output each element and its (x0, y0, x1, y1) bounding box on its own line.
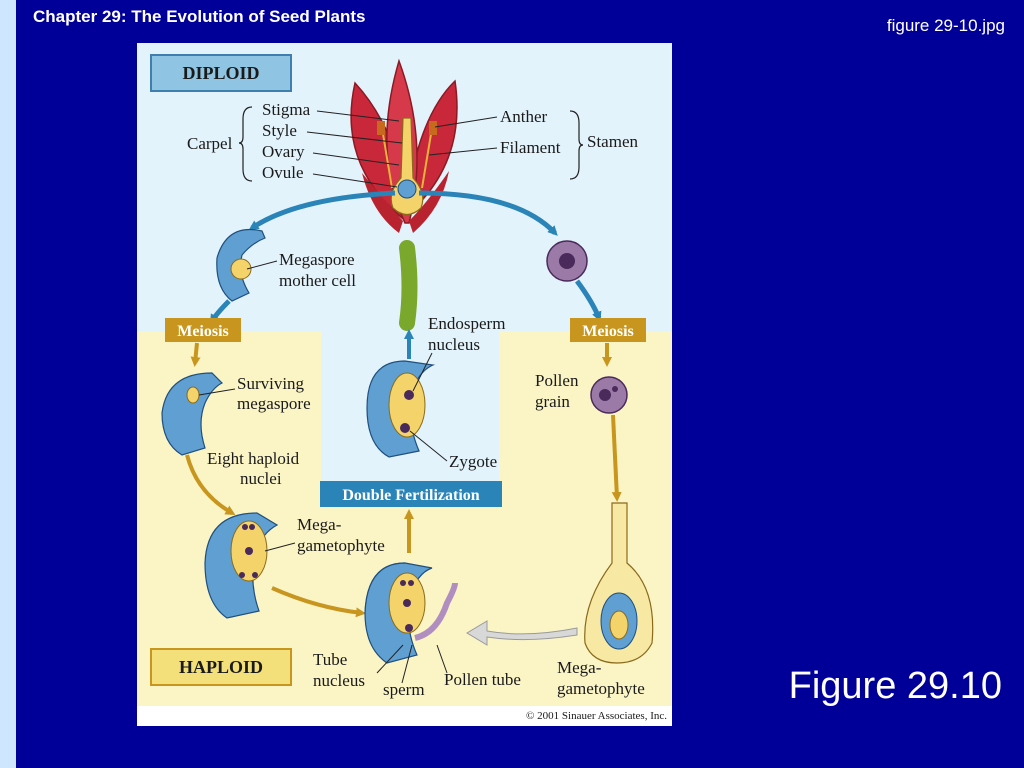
ovule-leader (312, 173, 398, 188)
eight-haploid-label-line1: Eight haploid (207, 449, 300, 468)
megagametophyte-right (609, 610, 629, 640)
surviving-megaspore (186, 386, 200, 404)
figure-image: DIPLOID HAPLOID Stigma Style Ovary Ovule… (137, 43, 672, 726)
filament-leader (428, 147, 498, 156)
style-label: Style (262, 121, 297, 140)
arrow-to-meiosis-right (574, 279, 602, 322)
carpel-brace (238, 106, 253, 182)
sperm-label: sperm (383, 680, 425, 699)
sepal-right (409, 171, 449, 233)
filament-right (421, 127, 433, 189)
ovary-label: Ovary (262, 142, 305, 161)
haploid-label-box: HAPLOID (150, 648, 292, 686)
anther-leader (434, 116, 498, 128)
anther-right (429, 121, 437, 135)
gray-arrow-pollination (466, 620, 578, 646)
meiosis-right-label: Meiosis (582, 323, 634, 340)
endosperm-nucleus (404, 390, 414, 400)
arrow-flower-to-microspore (418, 190, 558, 236)
filament-left (381, 127, 393, 189)
tube-nucleus-leader (376, 644, 404, 674)
stamen-brace (569, 110, 584, 180)
surviving-megaspore-label-line2: megaspore (237, 394, 311, 413)
surviving-megaspore-label-line1: Surviving (237, 374, 305, 393)
anther-label: Anther (500, 107, 548, 126)
endosperm-label-line2: nucleus (428, 335, 480, 354)
meiosis-right-box: Meiosis (570, 318, 646, 342)
sperm-leader (401, 644, 413, 684)
microspore-nucleus (559, 253, 575, 269)
figure-filename: figure 29-10.jpg (886, 16, 1005, 35)
diploid-label: DIPLOID (182, 63, 259, 83)
megaspore-label-line1: Megaspore (279, 250, 355, 269)
endosperm-label-line1: Endosperm (428, 314, 505, 333)
ovule-label: Ovule (262, 163, 304, 182)
megaspore-leader (246, 260, 278, 270)
pollen-tube-label: Pollen tube (444, 670, 521, 689)
haploid-label: HAPLOID (179, 657, 263, 677)
pollen-grain-label-line2: grain (535, 392, 570, 411)
zygote-cell (400, 423, 410, 433)
meiosis-left-label: Meiosis (177, 323, 229, 340)
seed-plant-life-cycle-diagram: DIPLOID HAPLOID Stigma Style Ovary Ovule… (137, 43, 672, 726)
stamen-label: Stamen (587, 132, 638, 151)
sepal-left (362, 173, 403, 233)
ovary-leader (312, 152, 400, 166)
arrow-to-megagametophyte (185, 454, 236, 515)
zygote-embryo-sac (388, 372, 426, 438)
anther-left (377, 121, 385, 135)
copyright-text: © 2001 Sinauer Associates, Inc. (526, 710, 667, 722)
left-accent-bar (0, 0, 16, 768)
tube-nucleus-label-line1: Tube (313, 650, 347, 669)
arrow-flower-to-megaspore (248, 190, 396, 231)
zygote-label: Zygote (449, 452, 497, 471)
meiosis-left-box: Meiosis (165, 318, 241, 342)
eight-haploid-label-line2: nuclei (240, 469, 282, 488)
arrow-meiosis-to-surviving-megaspore (190, 342, 201, 367)
ovule-in-flower (397, 179, 417, 199)
zygote-leader (409, 430, 448, 462)
chapter-title: Chapter 29: The Evolution of Seed Plants (33, 7, 366, 26)
stigma-label: Stigma (262, 100, 311, 119)
carpel-label: Carpel (187, 134, 233, 153)
megaspore-mother-cell-ovule (216, 228, 266, 302)
megagametophyte-left-leader (264, 542, 296, 552)
pollen-tube-shape (414, 582, 458, 641)
surviving-megaspore-leader (198, 388, 236, 396)
diploid-label-box: DIPLOID (150, 54, 292, 92)
megagametophyte-left-label-line1: Mega- (297, 515, 342, 534)
megaspore-label-line2: mother cell (279, 271, 356, 290)
style-leader (306, 131, 403, 144)
tube-nucleus-label-line2: nucleus (313, 671, 365, 690)
endosperm-leader (412, 352, 433, 392)
pollen-tube-leader (436, 644, 448, 674)
pollen-grain-label-line1: Pollen (535, 371, 579, 390)
megagametophyte-right-label-line1: Mega- (557, 658, 602, 677)
double-fertilization-label: Double Fertilization (342, 487, 479, 504)
figure-number-label: Figure 29.10 (788, 665, 1002, 707)
megagametophyte-right-label-line2: gametophyte (557, 679, 645, 698)
stigma-leader (316, 110, 400, 122)
arrow-to-fertilization-ovule (271, 586, 366, 618)
double-fertilization-box: Double Fertilization (320, 481, 502, 507)
megaspore-mother-cell (230, 258, 252, 280)
arrow-pollen-to-ovule (611, 414, 622, 502)
filament-label: Filament (500, 138, 561, 157)
megagametophyte-left-label-line2: gametophyte (297, 536, 385, 555)
flower-stem (399, 240, 418, 331)
